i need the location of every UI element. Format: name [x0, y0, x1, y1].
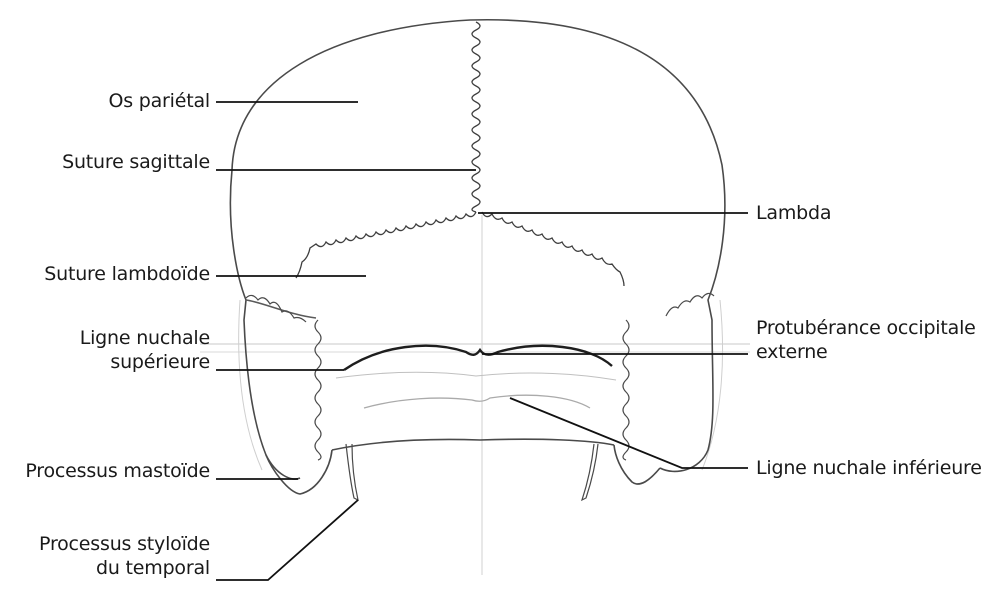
label-suture-lambdoide: Suture lambdoïde — [44, 262, 210, 286]
label-os-parietal: Os pariétal — [108, 89, 210, 113]
label-protuberance-occipitale-externe: Protubérance occipitale externe — [756, 316, 976, 364]
label-suture-sagittale: Suture sagittale — [62, 150, 210, 174]
skull-outline — [230, 20, 724, 494]
label-protuberance-line1: Protubérance occipitale — [756, 316, 976, 340]
label-lambda: Lambda — [756, 201, 831, 225]
occipitomastoid-suture-right — [623, 320, 629, 460]
inferior-nuchal-line — [364, 395, 590, 408]
sagittal-suture — [472, 22, 480, 212]
label-processus-mastoide: Processus mastoïde — [25, 459, 210, 483]
guide-lines — [200, 215, 750, 575]
lambdoid-lateral-right — [666, 293, 714, 316]
label-processus-styloide-line2: du temporal — [39, 556, 210, 580]
occipital-inner-curve — [336, 372, 616, 380]
label-ligne-nuchale-superieure: Ligne nuchale supérieure — [80, 326, 210, 374]
label-ligne-nuchale-sup-line2: supérieure — [80, 350, 210, 374]
styloid-process-right — [582, 444, 598, 500]
lambdoid-suture-left — [296, 212, 476, 278]
superior-nuchal-line — [344, 346, 612, 370]
styloid-process-left — [346, 444, 358, 500]
label-processus-styloide: Processus styloïde du temporal — [39, 532, 210, 580]
label-processus-styloide-line1: Processus styloïde — [39, 532, 210, 556]
label-protuberance-line2: externe — [756, 340, 976, 364]
occipitomastoid-suture-left — [315, 320, 321, 460]
lambdoid-suture-right — [482, 212, 624, 286]
label-ligne-nuchale-sup-line1: Ligne nuchale — [80, 326, 210, 350]
leader-processus-styloide — [216, 500, 358, 580]
label-ligne-nuchale-inferieure: Ligne nuchale inférieure — [756, 456, 982, 480]
